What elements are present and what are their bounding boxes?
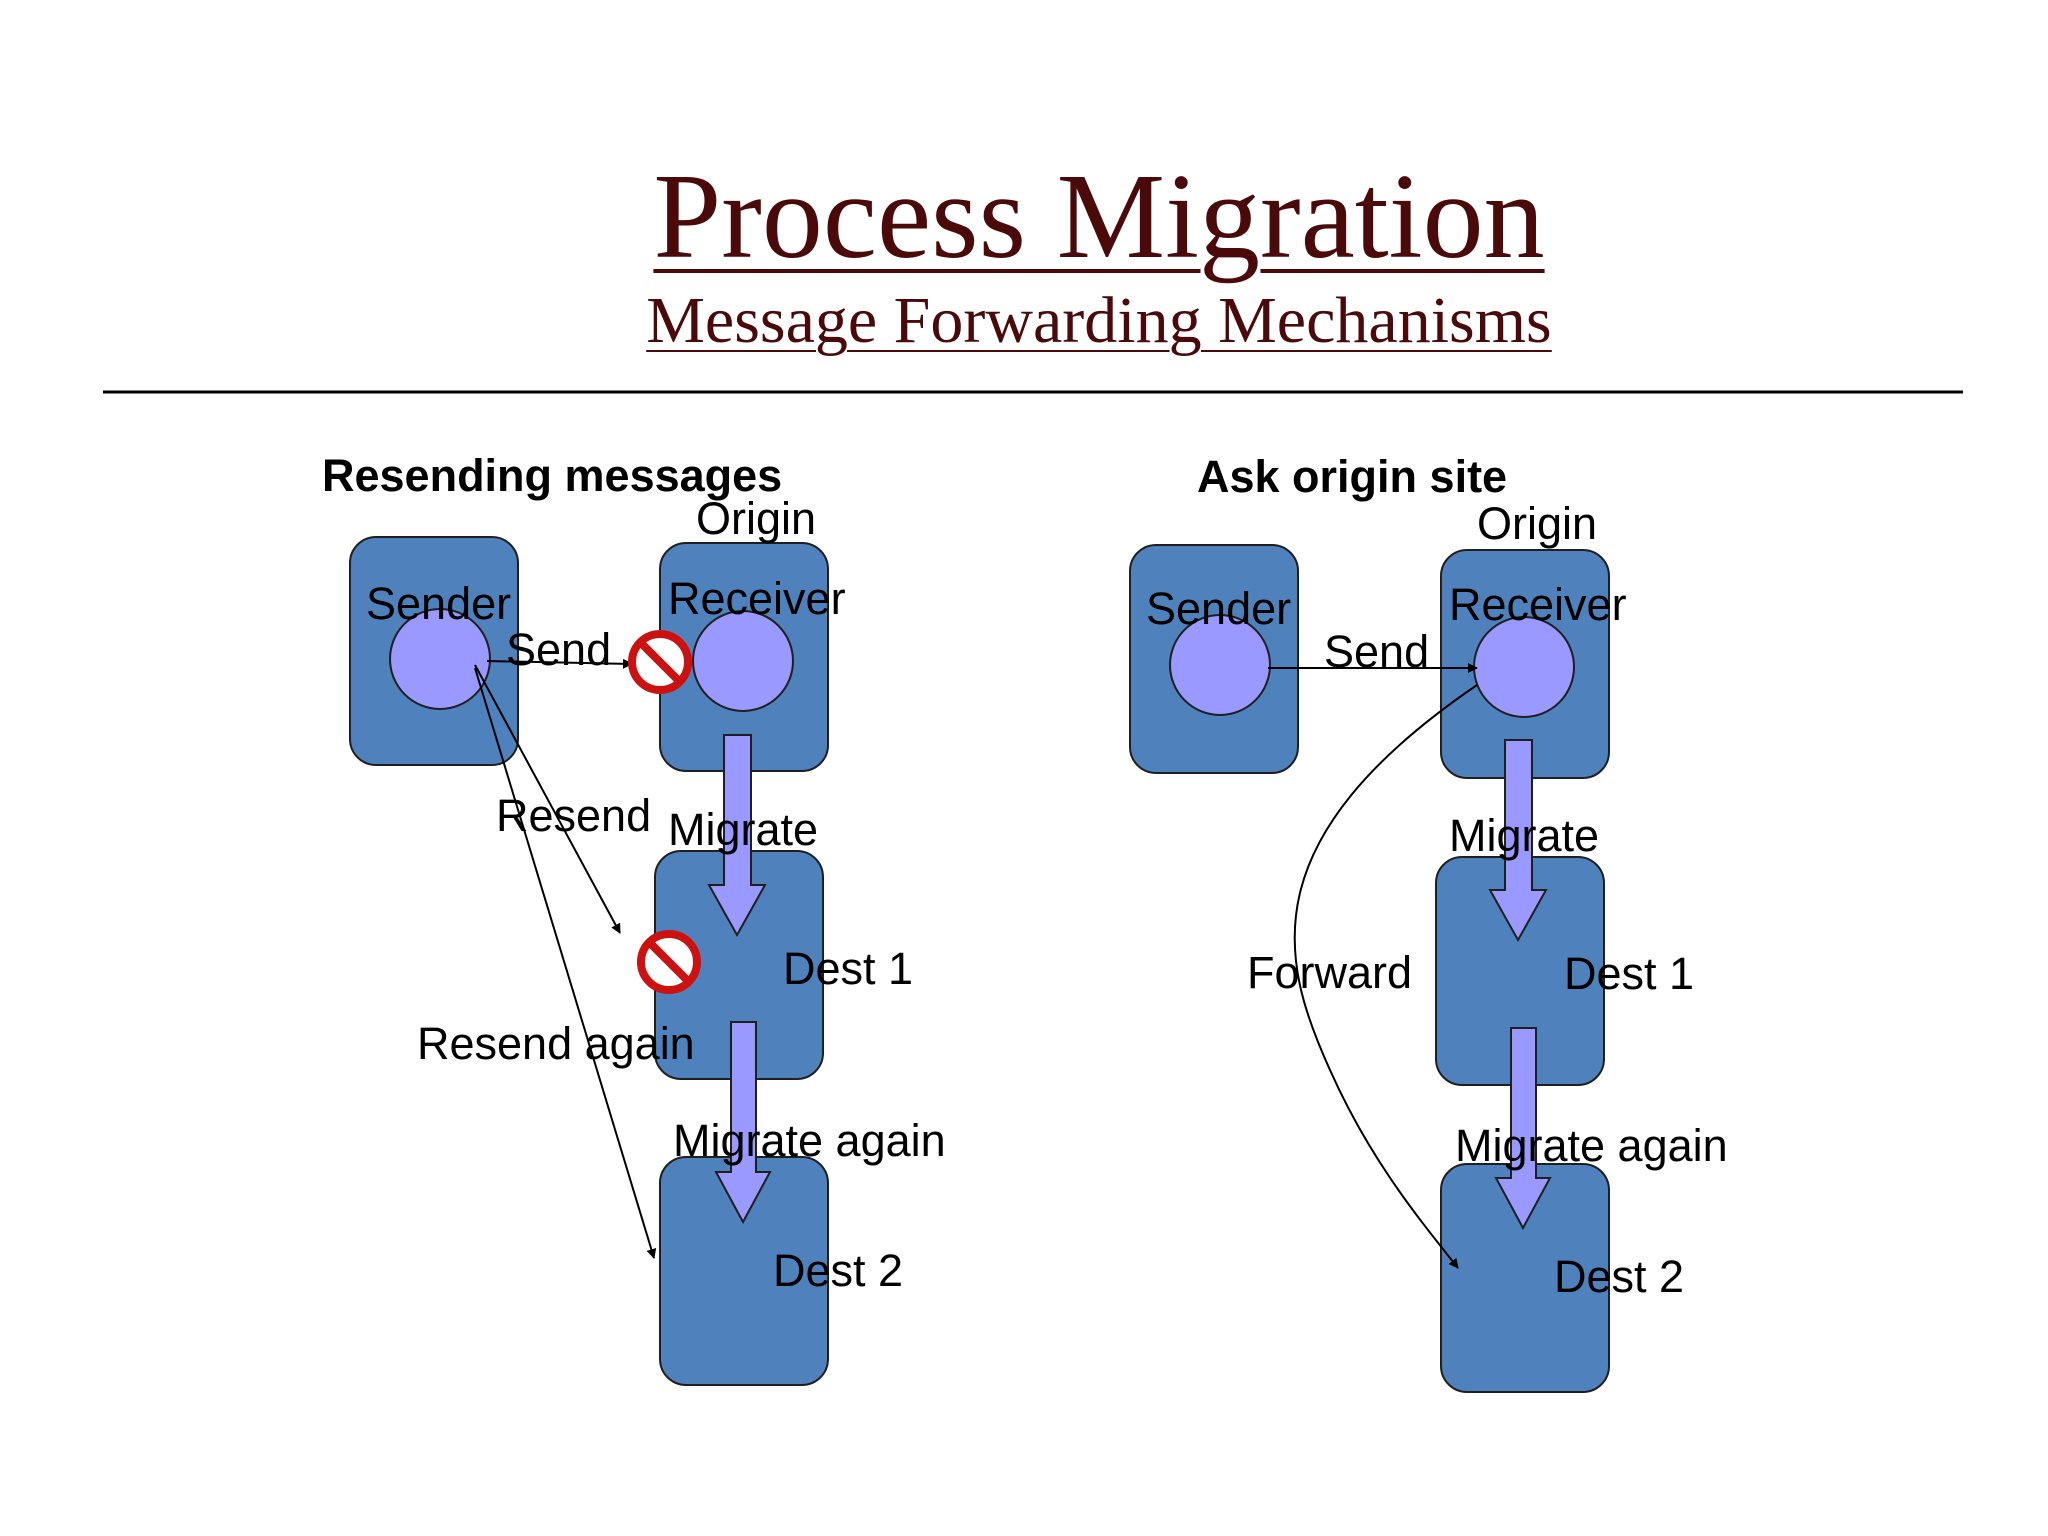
slide-title: Process Migration [653,149,1545,284]
left-migrate-label: Migrate [668,804,818,855]
right-migrate-arrow [1488,739,1548,943]
left-sender-process [389,608,491,710]
left-receiver-label: Receiver [668,573,846,624]
left-resend-again-label: Resend again [417,1018,695,1069]
right-forward-arrow [1293,684,1478,1269]
right-sender-label: Sender [1146,583,1291,634]
right-dest2-label: Dest 2 [1554,1251,1684,1302]
right-dest1-label: Dest 1 [1564,948,1694,999]
right-receiver-label: Receiver [1449,579,1627,630]
right-panel-ask-origin-site: Ask origin site Origin Sender Receiver S… [1129,451,1728,1393]
right-panel-heading: Ask origin site [1197,451,1507,502]
right-send-label: Send [1324,626,1429,677]
left-migrate-again-label: Migrate again [673,1115,946,1166]
right-receiver-process [1473,616,1575,718]
left-dest1-label: Dest 1 [783,943,913,994]
left-origin-label: Origin [696,493,816,544]
left-panel-heading: Resending messages [322,450,782,501]
left-blocked-resend-icon [637,930,701,994]
right-migrate-again-label: Migrate again [1455,1120,1728,1171]
left-resend-again-arrow [474,667,657,1259]
right-forward-label: Forward [1247,947,1412,998]
slide-subtitle: Message Forwarding Mechanisms [646,284,1552,357]
left-sender-label: Sender [366,578,511,629]
left-receiver-process [692,610,794,712]
right-sender-process [1169,614,1271,716]
left-send-arrow [486,658,633,669]
right-migrate-again-arrow [1494,1027,1552,1231]
left-migrate-again-arrow [714,1021,772,1225]
left-resend-label: Resend [496,790,651,841]
left-blocked-send-icon [628,630,692,694]
left-dest2-label: Dest 2 [773,1245,903,1296]
right-migrate-label: Migrate [1449,810,1599,861]
left-panel-resending-messages: Resending messages Origin Sender Receive… [322,450,946,1386]
left-migrate-arrow [707,734,767,938]
right-origin-label: Origin [1477,498,1597,549]
left-send-label: Send [506,624,611,675]
left-resend-arrow [474,664,621,934]
